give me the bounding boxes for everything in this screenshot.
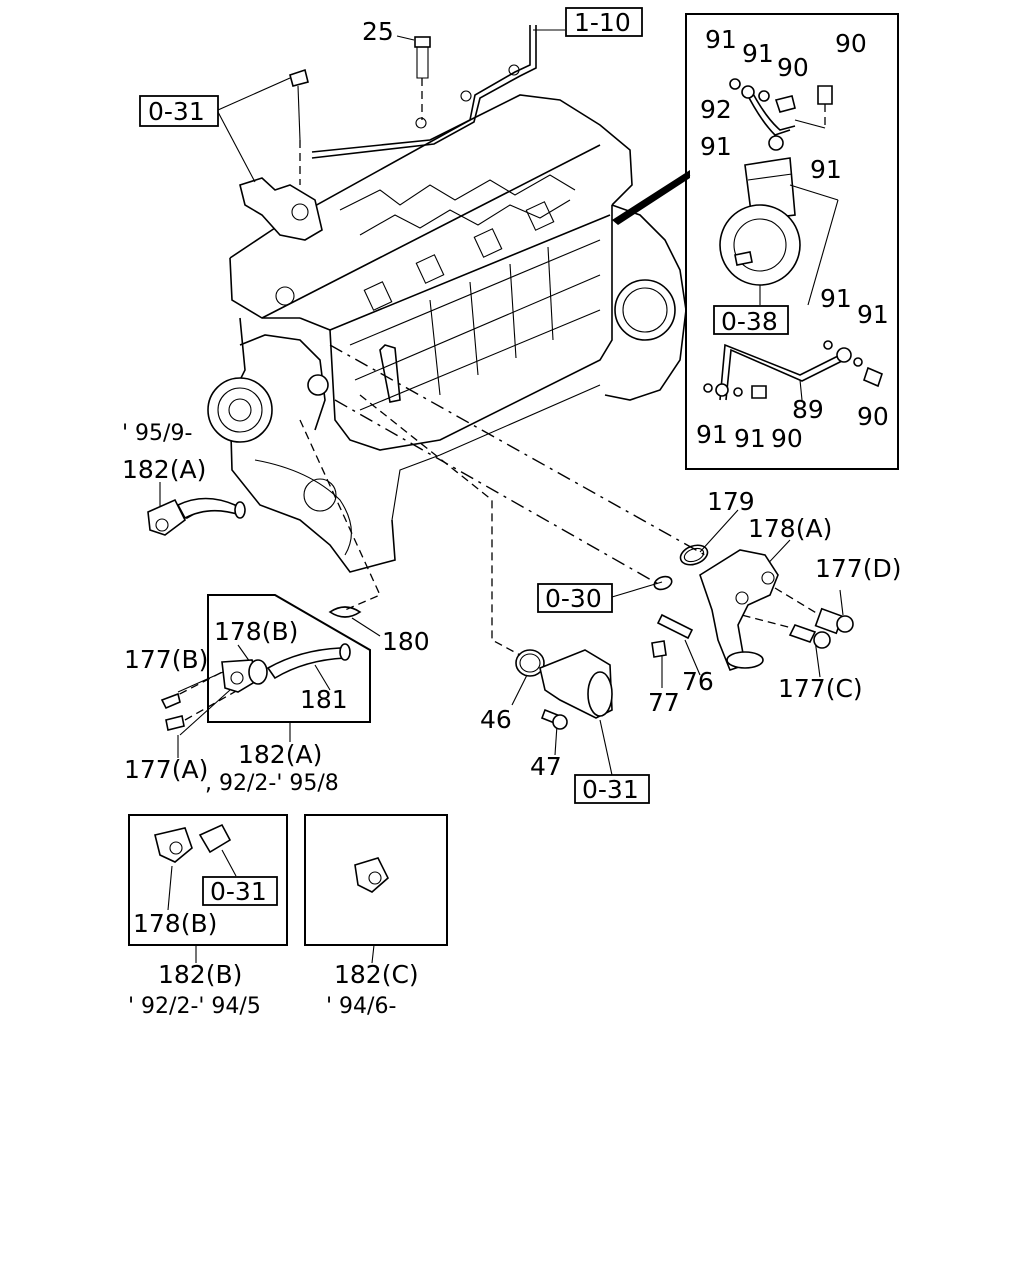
callout-177B: 177(B) — [124, 645, 208, 674]
bolt-25-and-pipe — [311, 25, 537, 159]
callout-0-31-mid: 0-31 — [582, 775, 639, 804]
engine-block — [207, 94, 687, 573]
inset-callout-90c: 90 — [771, 424, 803, 453]
boxB-callout-0-31: 0-31 — [210, 877, 267, 906]
callout-182C: 182(C) — [334, 960, 419, 989]
date-92-94: ' 92/2-' 94/5 — [128, 994, 261, 1019]
leader-lines — [159, 29, 844, 776]
inset-callout-90d: 90 — [857, 402, 889, 431]
inset-callout-89: 89 — [792, 395, 824, 424]
callout-182A-bottom: 182(A) — [238, 740, 322, 769]
inset-compressor — [612, 13, 899, 470]
callout-25: 25 — [362, 17, 394, 46]
inset-callout-0-38: 0-38 — [721, 307, 778, 336]
callout-178A: 178(A) — [748, 514, 832, 543]
callout-46: 46 — [480, 705, 512, 734]
callout-182B: 182(B) — [158, 960, 242, 989]
inset-callout-91a: 91 — [705, 25, 737, 54]
inset-182A-92-95 — [160, 594, 371, 731]
inset-182C-box — [304, 814, 448, 946]
callout-177A: 177(A) — [124, 755, 208, 784]
callout-0-30: 0-30 — [545, 584, 602, 613]
callout-0-31-top: 0-31 — [148, 97, 205, 126]
callout-1-10: 1-10 — [574, 8, 631, 37]
water-outlet-parts — [515, 544, 854, 730]
callout-177D: 177(D) — [815, 554, 901, 583]
inset-callout-91f: 91 — [857, 300, 889, 329]
inset-182B-box — [128, 814, 288, 946]
callout-177C: 177(C) — [778, 674, 863, 703]
inset-callout-91c: 91 — [700, 132, 732, 161]
date-92-95: , 92/2-' 95/8 — [205, 771, 339, 796]
boxB-callout-178B: 178(B) — [133, 909, 217, 938]
callout-180: 180 — [382, 627, 430, 656]
water-temp-sender-left — [147, 497, 246, 536]
callout-77: 77 — [648, 688, 680, 717]
inset-callout-91e: 91 — [820, 284, 852, 313]
inset-callout-90b: 90 — [835, 29, 867, 58]
inset-callout-91d: 91 — [810, 155, 842, 184]
callout-181: 181 — [300, 685, 348, 714]
date-94-6: ' 94/6- — [326, 994, 396, 1019]
date-95-9: ' 95/9- — [122, 421, 192, 446]
inset-callout-90a: 90 — [777, 53, 809, 82]
callout-182A-top: 182(A) — [122, 455, 206, 484]
inset-callout-92: 92 — [700, 95, 732, 124]
inset-callout-91b: 91 — [742, 39, 774, 68]
thermostat-housing-top — [239, 68, 323, 241]
callout-76: 76 — [682, 667, 714, 696]
inset-callout-91g: 91 — [696, 420, 728, 449]
callout-179: 179 — [707, 487, 755, 516]
callout-178B: 178(B) — [214, 617, 298, 646]
callout-47: 47 — [530, 752, 562, 781]
inset-callout-91h: 91 — [734, 424, 766, 453]
